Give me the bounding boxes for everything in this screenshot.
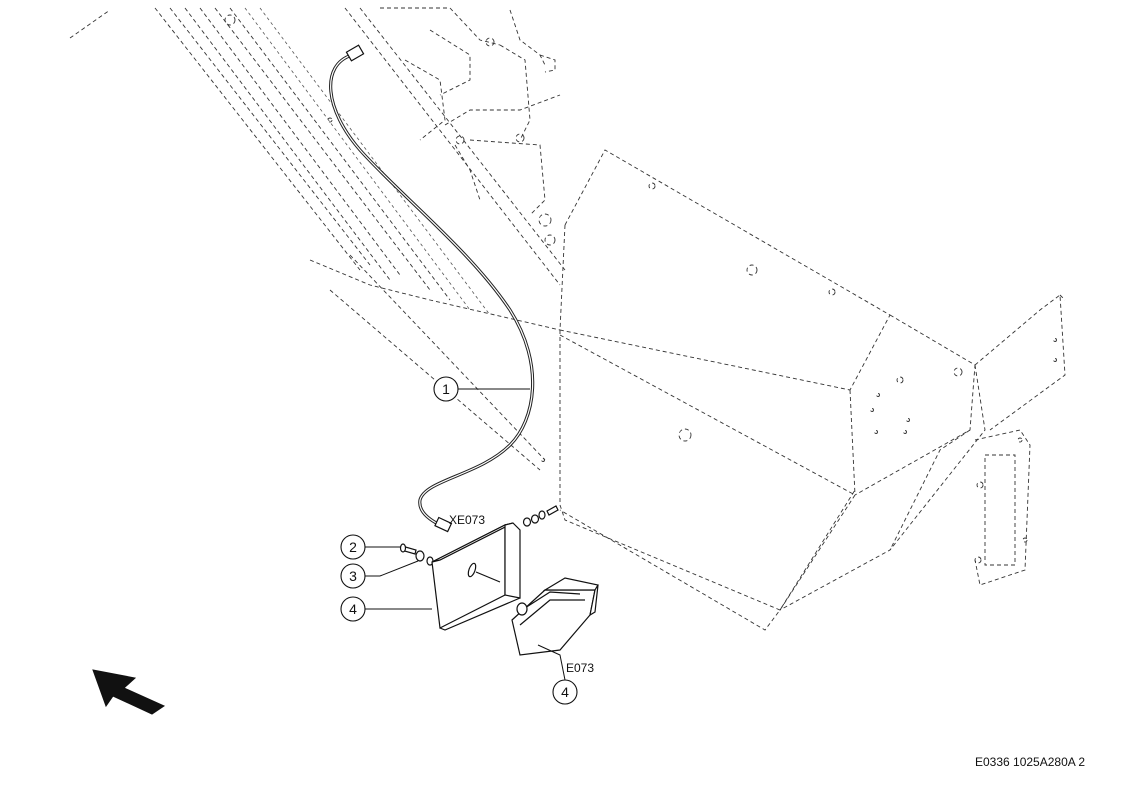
callout-3: 3 [340, 563, 366, 589]
callout-2: 2 [340, 534, 366, 560]
bolt-and-washers [399, 543, 434, 566]
connector-xe073-icon [434, 516, 453, 533]
mounting-hardware-right [522, 505, 559, 527]
callout-1: 1 [433, 376, 459, 402]
callout-4-lamp: 4 [552, 679, 578, 705]
top-connector-icon [345, 44, 365, 62]
box-body [541, 149, 1066, 631]
callout-4-bracket: 4 [340, 596, 366, 622]
callout-4-lamp-number: 4 [561, 684, 569, 700]
label-xe073: XE073 [449, 513, 485, 527]
callout-3-number: 3 [349, 568, 357, 584]
washer-icon [415, 550, 425, 562]
arrow-up-left-icon [92, 669, 166, 715]
cable-harness [329, 44, 535, 533]
label-e073: E073 [566, 661, 594, 675]
lamp-e073 [511, 577, 599, 656]
callout-4-bracket-number: 4 [349, 601, 357, 617]
callout-1-number: 1 [442, 381, 450, 397]
frame-structure [69, 7, 566, 471]
drawing-id: E0336 1025A280A 2 [975, 755, 1085, 769]
lamp-bracket [431, 522, 521, 631]
callout-2-number: 2 [349, 539, 357, 555]
leader-lines [365, 388, 566, 681]
